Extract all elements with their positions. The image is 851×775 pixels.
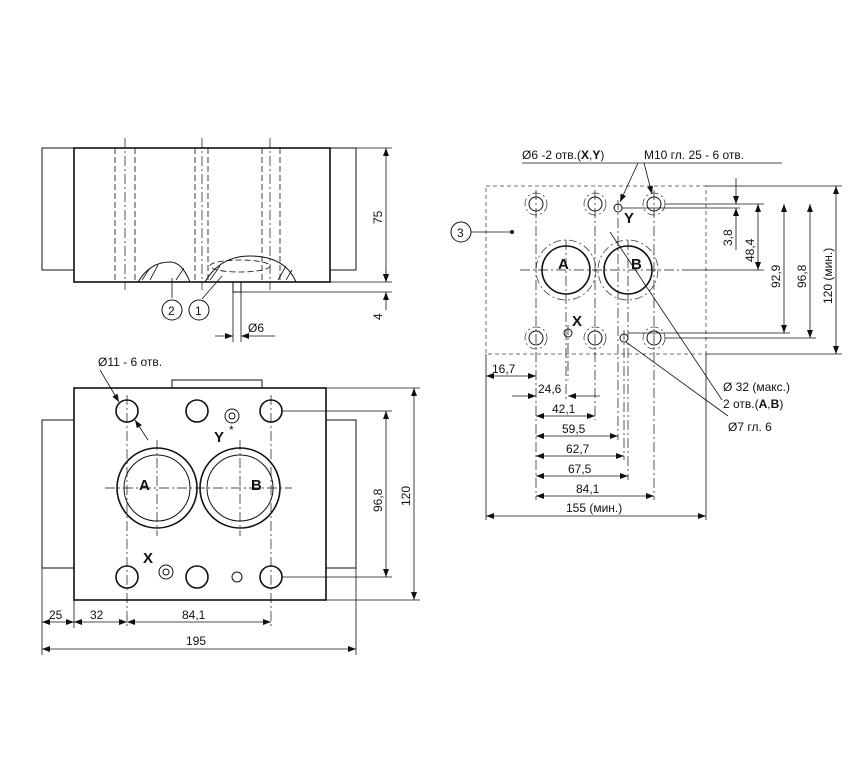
front-right-valve-body bbox=[325, 419, 357, 569]
pattern-note-drill: Ø7 гл. 6 bbox=[728, 420, 772, 434]
callout-1: 1 bbox=[195, 304, 202, 318]
pattern-dim-96-8: 96,8 bbox=[795, 264, 809, 288]
side-port-2 bbox=[137, 261, 191, 283]
pattern-label-a: A bbox=[558, 256, 569, 273]
pattern-dim-155-min: 155 (мин.) bbox=[566, 501, 622, 515]
pattern-dim-62-7: 62,7 bbox=[566, 442, 590, 456]
pattern-port-b-outer bbox=[597, 239, 659, 301]
front-dim-120: 120 bbox=[399, 486, 413, 506]
front-hole-bottom-2 bbox=[185, 565, 209, 589]
callout-2: 2 bbox=[168, 304, 175, 318]
front-top-plate bbox=[171, 379, 263, 388]
callout-1-circle bbox=[188, 299, 210, 321]
pattern-note-ports-line1: Ø 32 (макс.) bbox=[723, 380, 790, 394]
pattern-note-pins: Ø6 -2 отв.(X,Y) bbox=[522, 148, 604, 162]
side-right-valve-body bbox=[329, 147, 357, 271]
pattern-dim-59-5: 59,5 bbox=[562, 422, 586, 436]
pattern-note-ports-line2: 2 отв.(A,B) bbox=[723, 397, 783, 411]
front-dim-32: 32 bbox=[90, 608, 104, 622]
side-left-valve-body bbox=[41, 147, 75, 271]
pattern-label-b: B bbox=[631, 256, 642, 273]
pattern-dim-48-4: 48,4 bbox=[743, 238, 757, 262]
front-left-valve-body bbox=[41, 419, 75, 569]
front-pin-y bbox=[224, 408, 240, 424]
side-port-1 bbox=[204, 255, 297, 283]
pattern-dim-120-min: 120 (мин.) bbox=[821, 248, 835, 304]
pattern-note-threads: M10 гл. 25 - 6 отв. bbox=[644, 148, 744, 162]
front-view: A B X Y * Ø11 - 6 отв. 96,8 120 25 32 84… bbox=[41, 355, 420, 655]
front-label-b: B bbox=[251, 477, 262, 494]
side-pin bbox=[232, 281, 242, 293]
side-dim-75: 75 bbox=[371, 210, 385, 224]
front-pin-x bbox=[158, 564, 174, 580]
front-label-y: Y bbox=[214, 429, 224, 446]
front-label-x: X bbox=[143, 550, 153, 567]
pattern-dim-84-1: 84,1 bbox=[576, 482, 600, 496]
front-dim-96-8: 96,8 bbox=[371, 488, 385, 512]
side-dim-d6: Ø6 bbox=[248, 321, 264, 335]
front-label-y-star: * bbox=[229, 423, 234, 437]
side-view: 75 4 Ø6 2 1 bbox=[41, 138, 392, 342]
pattern-label-y: Y bbox=[624, 210, 634, 227]
pattern-dim-16-7: 16,7 bbox=[492, 362, 516, 376]
front-dim-195: 195 bbox=[186, 634, 206, 648]
pattern-dim-24-6: 24,6 bbox=[538, 382, 562, 396]
callout-3: 3 bbox=[457, 226, 464, 240]
pattern-dim-3-8: 3,8 bbox=[721, 229, 735, 246]
front-hole-top-2 bbox=[185, 399, 209, 423]
pattern-dim-92-9: 92,9 bbox=[769, 264, 783, 288]
pattern-dim-67-5: 67,5 bbox=[568, 462, 592, 476]
front-hole-note: Ø11 - 6 отв. bbox=[98, 355, 162, 369]
front-label-a: A bbox=[139, 477, 150, 494]
front-dim-25: 25 bbox=[49, 608, 63, 622]
front-small-hole bbox=[231, 571, 243, 583]
pattern-dim-42-1: 42,1 bbox=[552, 402, 576, 416]
callout-2-circle bbox=[161, 299, 183, 321]
pattern-label-x: X bbox=[572, 313, 582, 330]
mounting-pattern-view: A B X Y 3 Ø6 -2 отв.(X,Y) M10 гл. 25 - 6… bbox=[450, 148, 842, 520]
front-dim-84-1: 84,1 bbox=[182, 608, 206, 622]
side-dim-4: 4 bbox=[371, 313, 385, 320]
